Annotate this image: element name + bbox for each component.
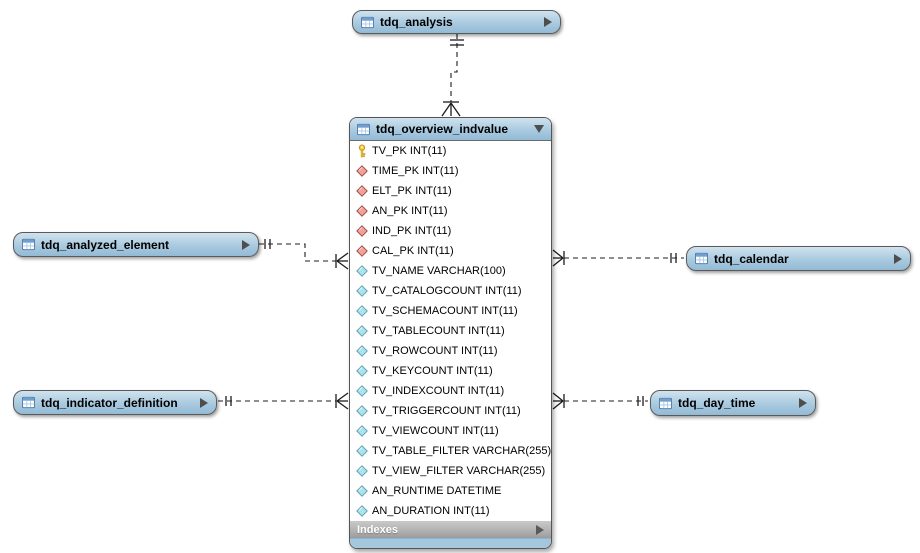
table-column-row[interactable]: ELT_PK INT(11) [350, 181, 551, 201]
attribute-icon [355, 324, 368, 338]
primary-key-icon [355, 144, 368, 158]
column-text: TV_PK INT(11) [372, 145, 447, 157]
table-tdq-calendar[interactable]: tdq_calendar [686, 246, 911, 271]
table-column-row[interactable]: TV_TABLECOUNT INT(11) [350, 321, 551, 341]
column-text: AN_DURATION INT(11) [372, 505, 490, 517]
attribute-icon [355, 464, 368, 478]
table-name: tdq_analyzed_element [41, 237, 170, 252]
expand-arrow-icon[interactable] [200, 397, 208, 408]
table-icon [22, 238, 35, 252]
table-icon [695, 252, 708, 266]
attribute-icon [355, 264, 368, 278]
crow-foot-icon [552, 249, 565, 267]
attribute-icon [355, 364, 368, 378]
relationship-overview-calendar[interactable] [552, 249, 684, 267]
table-tdq-overview-indvalue[interactable]: tdq_overview_indvalue TV_PK INT(11) TIME… [349, 117, 552, 549]
table-icon [361, 15, 374, 29]
attribute-icon [355, 284, 368, 298]
attribute-icon [355, 424, 368, 438]
expand-arrow-icon[interactable] [799, 398, 807, 408]
table-column-row[interactable]: TIME_PK INT(11) [350, 161, 551, 181]
table-columns: TV_PK INT(11) TIME_PK INT(11) ELT_PK INT… [350, 141, 551, 521]
column-text: AN_PK INT(11) [372, 205, 448, 217]
table-tdq-indicator-definition[interactable]: tdq_indicator_definition [13, 390, 217, 415]
column-text: TV_SCHEMACOUNT INT(11) [372, 305, 518, 317]
relationship-overview-day-time[interactable] [552, 392, 648, 410]
table-tdq-analyzed-element[interactable]: tdq_analyzed_element [13, 232, 259, 257]
table-icon [357, 122, 370, 136]
table-column-row[interactable]: TV_CATALOGCOUNT INT(11) [350, 281, 551, 301]
table-name: tdq_calendar [714, 251, 789, 266]
expand-arrow-icon[interactable] [894, 253, 902, 264]
column-text: TV_TABLECOUNT INT(11) [372, 325, 505, 337]
table-column-row[interactable]: CAL_PK INT(11) [350, 241, 551, 261]
table-column-row[interactable]: TV_NAME VARCHAR(100) [350, 261, 551, 281]
relationship-analyzed-element-overview[interactable] [259, 239, 349, 270]
table-column-row[interactable]: AN_PK INT(11) [350, 201, 551, 221]
table-column-row[interactable]: TV_SCHEMACOUNT INT(11) [350, 301, 551, 321]
table-tdq-analysis[interactable]: tdq_analysis [352, 10, 561, 34]
column-text: TIME_PK INT(11) [372, 165, 459, 177]
expand-arrow-icon[interactable] [536, 524, 544, 535]
relationship-indicator-definition-overview[interactable] [218, 392, 349, 410]
column-text: TV_KEYCOUNT INT(11) [372, 365, 493, 377]
column-text: CAL_PK INT(11) [372, 245, 454, 257]
attribute-icon [355, 384, 368, 398]
attribute-icon [355, 444, 368, 458]
table-column-row[interactable]: TV_PK INT(11) [350, 141, 551, 161]
crow-foot-icon [552, 392, 565, 410]
column-text: TV_CATALOGCOUNT INT(11) [372, 285, 522, 297]
crow-foot-icon [441, 101, 461, 117]
crow-foot-icon [335, 252, 349, 270]
foreign-key-icon [355, 224, 368, 238]
table-icon [659, 396, 672, 410]
column-text: TV_TRIGGERCOUNT INT(11) [372, 405, 521, 417]
column-text: TV_NAME VARCHAR(100) [372, 265, 506, 277]
table-column-row[interactable]: TV_INDEXCOUNT INT(11) [350, 381, 551, 401]
table-name: tdq_overview_indvalue [376, 122, 509, 136]
column-text: TV_TABLE_FILTER VARCHAR(255) [372, 445, 552, 457]
table-column-row[interactable]: AN_DURATION INT(11) [350, 501, 551, 521]
expand-arrow-icon[interactable] [544, 17, 552, 27]
column-text: IND_PK INT(11) [372, 225, 452, 237]
expand-arrow-icon[interactable] [242, 239, 250, 250]
relationship-analysis-overview[interactable] [441, 34, 464, 117]
indexes-section[interactable]: Indexes [350, 521, 551, 538]
table-column-row[interactable]: TV_KEYCOUNT INT(11) [350, 361, 551, 381]
table-column-row[interactable]: TV_TRIGGERCOUNT INT(11) [350, 401, 551, 421]
attribute-icon [355, 304, 368, 318]
table-column-row[interactable]: TV_VIEW_FILTER VARCHAR(255) [350, 461, 551, 481]
attribute-icon [355, 344, 368, 358]
column-text: TV_VIEWCOUNT INT(11) [372, 425, 499, 437]
crow-foot-icon [335, 392, 349, 410]
foreign-key-icon [355, 184, 368, 198]
column-text: TV_ROWCOUNT INT(11) [372, 345, 498, 357]
table-column-row[interactable]: TV_TABLE_FILTER VARCHAR(255) [350, 441, 551, 461]
table-column-row[interactable]: TV_ROWCOUNT INT(11) [350, 341, 551, 361]
foreign-key-icon [355, 164, 368, 178]
table-name: tdq_indicator_definition [41, 395, 178, 410]
table-tdq-day-time[interactable]: tdq_day_time [650, 390, 816, 416]
foreign-key-icon [355, 244, 368, 258]
indexes-label: Indexes [357, 523, 398, 536]
attribute-icon [355, 404, 368, 418]
column-text: AN_RUNTIME DATETIME [372, 485, 502, 497]
attribute-icon [355, 484, 368, 498]
column-text: TV_INDEXCOUNT INT(11) [372, 385, 505, 397]
column-text: TV_VIEW_FILTER VARCHAR(255) [372, 465, 546, 477]
table-footer [350, 538, 551, 548]
table-icon [22, 396, 35, 410]
table-header[interactable]: tdq_overview_indvalue [350, 118, 551, 141]
column-text: ELT_PK INT(11) [372, 185, 452, 197]
table-column-row[interactable]: TV_VIEWCOUNT INT(11) [350, 421, 551, 441]
table-name: tdq_day_time [678, 396, 756, 410]
table-name: tdq_analysis [380, 15, 453, 29]
foreign-key-icon [355, 204, 368, 218]
attribute-icon [355, 504, 368, 518]
table-column-row[interactable]: IND_PK INT(11) [350, 221, 551, 241]
collapse-arrow-icon[interactable] [534, 125, 544, 133]
table-column-row[interactable]: AN_RUNTIME DATETIME [350, 481, 551, 501]
